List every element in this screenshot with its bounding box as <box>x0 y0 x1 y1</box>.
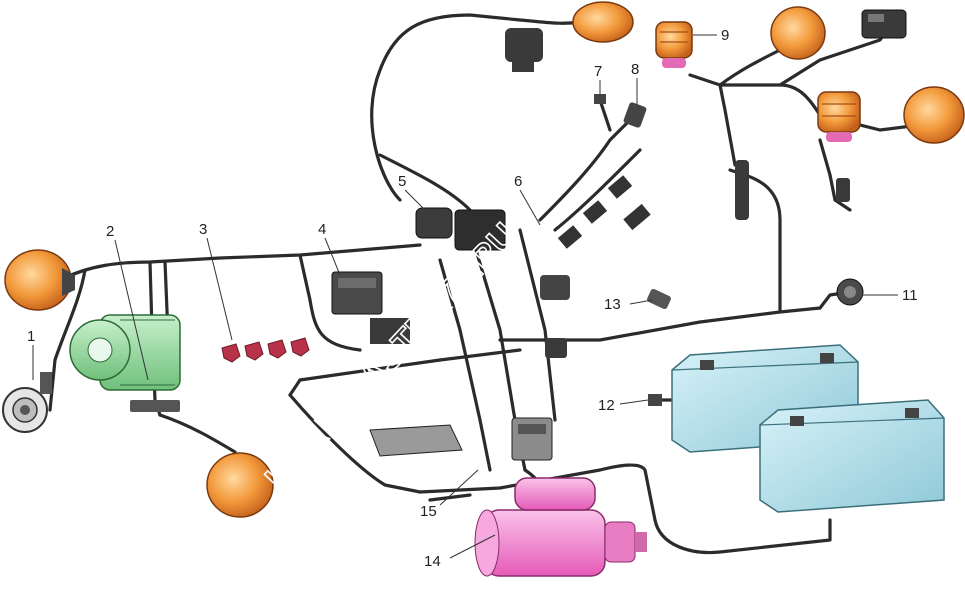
callout-11: 11 <box>902 287 918 304</box>
callout-12: 12 <box>598 397 615 414</box>
terminal-block-15 <box>511 417 553 461</box>
switch-block <box>370 275 570 358</box>
fuse-block-5 <box>415 207 506 251</box>
connectors-6 <box>557 175 651 249</box>
harness-connectors-right <box>505 28 850 220</box>
rear-lamp-top <box>861 9 907 39</box>
horn-1 <box>2 372 52 433</box>
base-plate <box>369 424 463 457</box>
sensor-11 <box>836 278 864 306</box>
callout-14: 14 <box>424 553 441 570</box>
callout-7: 7 <box>594 63 602 80</box>
callout-3: 3 <box>199 221 207 238</box>
starter-14 <box>474 477 647 577</box>
signal-lamp-right <box>817 91 861 142</box>
callout-9: 9 <box>721 27 729 44</box>
callout-2: 2 <box>106 223 114 240</box>
signal-lamp-9 <box>655 21 693 68</box>
ground-12 <box>648 394 662 406</box>
callout-8: 8 <box>631 61 639 78</box>
relay-4 <box>331 271 383 315</box>
switch-8 <box>623 102 647 128</box>
switch-13 <box>647 288 671 310</box>
callout-1: 1 <box>27 328 35 345</box>
headlight-right <box>903 86 965 144</box>
connectors-3 <box>221 337 310 363</box>
leader-lines <box>32 34 898 559</box>
callout-labels: 1 2 3 4 5 6 7 8 9 11 12 13 14 15 <box>27 27 918 570</box>
callout-15: 15 <box>420 503 437 520</box>
headlight-left <box>4 249 75 311</box>
generator-2 <box>69 314 181 412</box>
callout-6: 6 <box>514 173 522 190</box>
callout-4: 4 <box>318 221 326 238</box>
headlight-bottom <box>206 452 274 518</box>
battery-2 <box>759 399 945 513</box>
callout-13: 13 <box>604 296 621 313</box>
headlight-top-right <box>770 6 826 60</box>
headlight-top <box>572 1 634 43</box>
plug-7 <box>594 94 606 104</box>
callout-5: 5 <box>398 173 406 190</box>
